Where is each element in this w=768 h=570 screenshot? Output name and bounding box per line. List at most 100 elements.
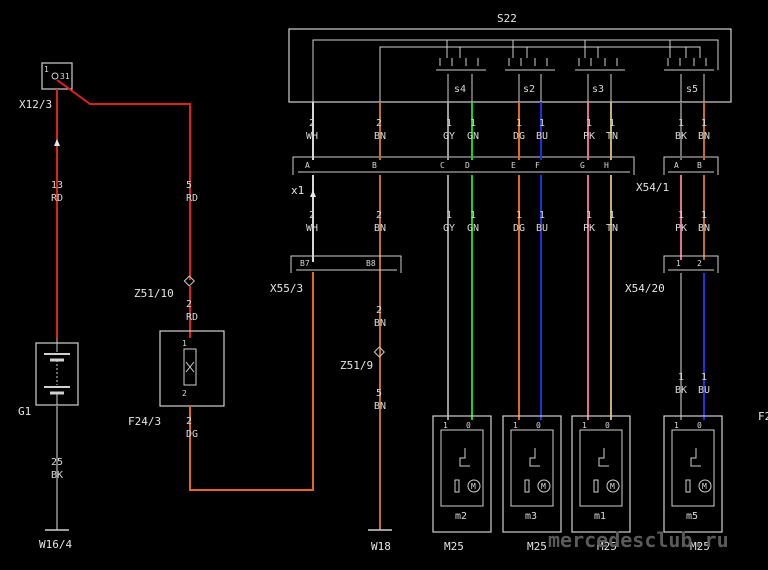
motor-m1: 1 0 M m1 — [571, 415, 631, 533]
switch-s3 — [575, 58, 625, 102]
gn-top-color: GN — [467, 131, 479, 142]
wire-f24-out — [189, 272, 314, 491]
z51-10-label: Z51/10 — [134, 287, 174, 300]
pk-bot-num: 1 — [586, 210, 592, 221]
tn-top-num: 1 — [609, 118, 615, 129]
z51-9-label: Z51/9 — [340, 359, 373, 372]
bn-low-color: BN — [374, 401, 386, 412]
bn-top-num: 2 — [376, 118, 382, 129]
x12-pin-1: 1 — [44, 65, 49, 74]
gy-bot-num: 1 — [446, 210, 452, 221]
x1-pin-g: G — [580, 161, 585, 170]
motor-m2-pin-0: 0 — [466, 421, 471, 430]
switch-s5-label: s5 — [686, 84, 698, 95]
dg-bot-num: 1 — [516, 210, 522, 221]
motor-m5-pin-1: 1 — [674, 421, 679, 430]
bu-top-num: 1 — [539, 118, 545, 129]
gy-top-color: GY — [443, 131, 455, 142]
switch-s4 — [436, 58, 486, 102]
tn-bot-color: TN — [606, 223, 618, 234]
g1-battery — [35, 338, 79, 406]
f24-up-color: RD — [186, 193, 198, 204]
switch-s2-label: s2 — [523, 84, 535, 95]
w18-label: W18 — [371, 540, 391, 553]
svg-text:M: M — [541, 482, 546, 491]
pk-top-color: PK — [583, 131, 595, 142]
motor-m1-label: m1 — [594, 511, 606, 522]
x1-pin-f: F — [535, 161, 540, 170]
x55-pin-b7: B7 — [300, 259, 310, 268]
motor-m2-conn: M25 — [444, 540, 464, 553]
gy-bot-color: GY — [443, 223, 455, 234]
x1-pin-c: C — [440, 161, 445, 170]
x54-1-connector: A B — [663, 156, 719, 175]
bn-top-color: BN — [374, 131, 386, 142]
motor-m5-conn: M25 — [690, 540, 710, 553]
bn5-bot-num: 1 — [701, 210, 707, 221]
svg-text:M: M — [471, 482, 476, 491]
f24-mid-color: RD — [186, 312, 198, 323]
motor-m3-pin-0: 0 — [536, 421, 541, 430]
motor-m5-label: m5 — [686, 511, 698, 522]
pk5-bot-color: PK — [675, 223, 687, 234]
x1-label: x1 — [291, 184, 304, 197]
g1-up-num: 13 — [51, 180, 63, 191]
bu-bot-color: BU — [536, 223, 548, 234]
gn-bot-num: 1 — [470, 210, 476, 221]
bn5-top-color: BN — [698, 131, 710, 142]
bn-bot-num: 2 — [376, 210, 382, 221]
g1-down-color: BK — [51, 470, 63, 481]
motor-m3-pin-1: 1 — [513, 421, 518, 430]
bu5-low-num: 1 — [701, 372, 707, 383]
x55-connector: B7 B8 — [290, 255, 402, 273]
s22-label: S22 — [497, 12, 517, 25]
wire-x12-branch — [56, 79, 191, 280]
switch-s3-label: s3 — [592, 84, 604, 95]
motor-m5-pin-0: 0 — [697, 421, 702, 430]
gn-bot-color: GN — [467, 223, 479, 234]
gy-top-num: 1 — [446, 118, 452, 129]
dg-top-color: DG — [513, 131, 525, 142]
x54-1-pin-a: A — [674, 161, 679, 170]
x1-pin-h: H — [604, 161, 609, 170]
dg-top-num: 1 — [516, 118, 522, 129]
w16-label: W16/4 — [39, 538, 72, 551]
arrow-up-icon — [54, 139, 60, 146]
motor-m2: 1 0 M m2 — [432, 415, 492, 533]
x54-20-connector: 1 2 — [663, 255, 719, 273]
svg-text:M: M — [702, 482, 707, 491]
bk5-top-color: BK — [675, 131, 687, 142]
x55-pin-b8: B8 — [366, 259, 376, 268]
f24-pin-1: 1 — [182, 339, 187, 348]
bn-mid-num: 2 — [376, 305, 382, 316]
switch-s4-label: s4 — [454, 84, 466, 95]
wh-bot-color: WH — [306, 223, 318, 234]
dg-bot-color: DG — [513, 223, 525, 234]
bu5-low-color: BU — [698, 385, 710, 396]
motor-m3: 1 0 M m3 — [502, 415, 562, 533]
x1-pin-e: E — [511, 161, 516, 170]
pk-bot-color: PK — [583, 223, 595, 234]
x12-pin-31: 31 — [60, 72, 70, 81]
g1-up-color: RD — [51, 193, 63, 204]
edge-cut-label: F2 — [758, 410, 768, 423]
svg-text:M: M — [610, 482, 615, 491]
bn5-top-num: 1 — [701, 118, 707, 129]
gn-top-num: 1 — [470, 118, 476, 129]
watermark: mercedesclub.ru — [548, 528, 729, 552]
g1-label: G1 — [18, 405, 31, 418]
z51-10-splice — [183, 275, 195, 287]
x12-terminal: 1 31 — [41, 62, 73, 90]
bn-bot-color: BN — [374, 223, 386, 234]
x54-1-pin-b: B — [697, 161, 702, 170]
motor-m1-pin-1: 1 — [582, 421, 587, 430]
x54-1-label: X54/1 — [636, 181, 669, 194]
motor-m1-conn: M25 — [597, 540, 617, 553]
f24-mid-num: 2 — [186, 299, 192, 310]
motor-m3-conn: M25 — [527, 540, 547, 553]
x55-label: X55/3 — [270, 282, 303, 295]
x1-pin-d: D — [465, 161, 470, 170]
f24-label: F24/3 — [128, 415, 161, 428]
motor-m2-pin-1: 1 — [443, 421, 448, 430]
